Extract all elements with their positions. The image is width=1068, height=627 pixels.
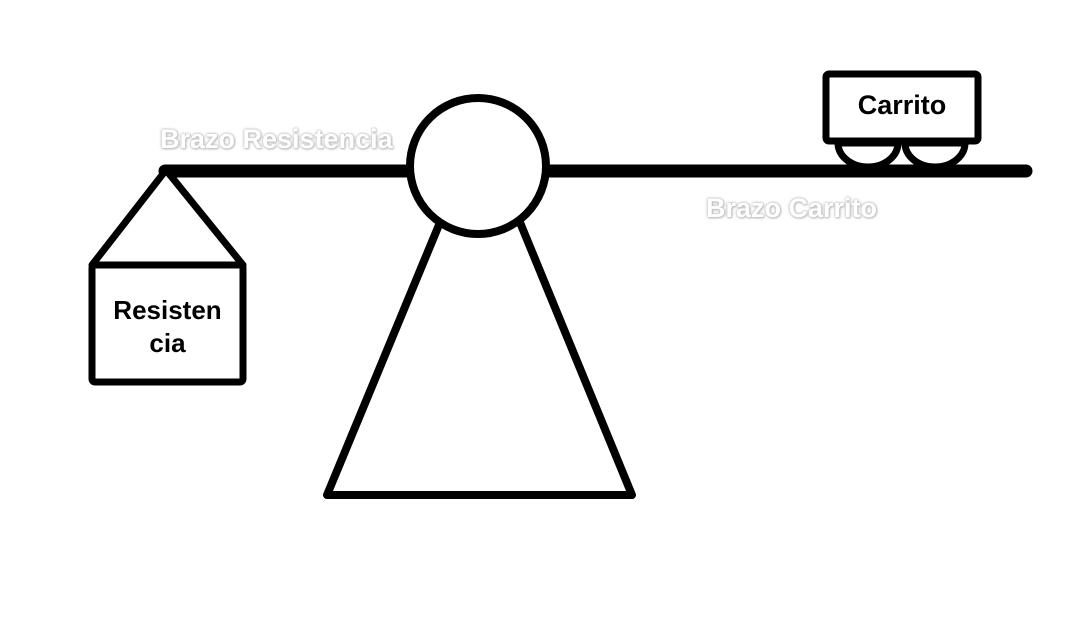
cart-label: Carrito bbox=[857, 90, 947, 120]
weight-hanger bbox=[88, 166, 247, 269]
pivot-circle bbox=[406, 94, 550, 238]
arm-cart-label: Brazo Carrito bbox=[706, 193, 878, 223]
cart-wheel-left bbox=[834, 139, 902, 171]
weight-label: Resisten cia bbox=[92, 294, 243, 359]
cart-wheel-right bbox=[901, 139, 969, 171]
arm-resistance-label: Brazo Resistencia bbox=[160, 124, 393, 154]
weight-label-line2: cia bbox=[149, 327, 186, 358]
weight-label-line1: Resisten bbox=[113, 295, 222, 325]
weight-box bbox=[88, 261, 247, 386]
fulcrum-base bbox=[323, 216, 636, 499]
cart-body bbox=[822, 70, 982, 145]
